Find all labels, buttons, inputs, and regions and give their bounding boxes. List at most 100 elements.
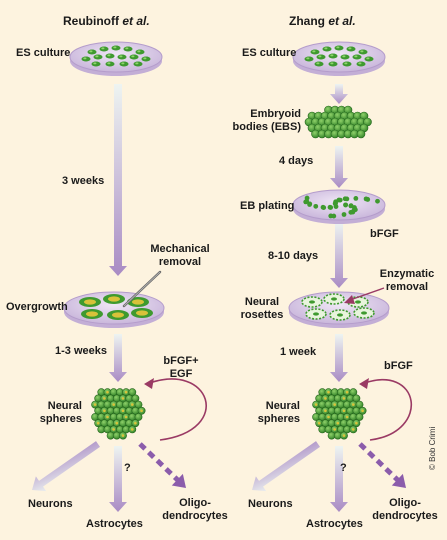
right-arrow-to-astrocytes: [330, 446, 348, 512]
rosette-center: [361, 311, 367, 315]
left-es-colony: [135, 49, 145, 55]
neural-rosettes-line1: Neural: [244, 296, 280, 308]
right-oligo-line2: dendrocytes: [372, 510, 438, 522]
eb-plating-dish-top: [292, 189, 386, 221]
rosette-center: [331, 297, 337, 301]
right-duration-1-week: 1 week: [280, 346, 317, 358]
enzymatic-removal-label: Enzymatic removal: [372, 268, 442, 294]
eb-plated-body: [313, 203, 319, 209]
enzymatic-line2: removal: [385, 281, 429, 293]
eb-plated-body: [307, 202, 312, 207]
right-neural-sphere-cell-core: [333, 403, 337, 406]
left-neural-sphere-cell: [131, 394, 140, 403]
right-es-colony-shine: [342, 55, 346, 58]
right-loop-arrow-icon: [361, 378, 412, 441]
left-dashed-arrow-to-oligo-dash: [138, 442, 181, 483]
right-oligo-line1: Oligo-: [389, 497, 421, 509]
left-es-colony-shine: [125, 47, 129, 50]
right-es-colony-shine: [336, 46, 340, 49]
mechanical-tool-highlight: [123, 271, 161, 307]
left-neural-sphere-cell-core: [121, 409, 125, 413]
embryoid-body-cluster: [304, 105, 372, 139]
left-es-colony: [141, 56, 151, 62]
right-question-mark: ?: [340, 462, 347, 474]
eb-plated-body: [342, 196, 348, 202]
left-es-colony-shine: [113, 46, 117, 49]
right-neural-sphere-cell-core: [345, 415, 349, 419]
left-neural-sphere-cell-core: [124, 390, 128, 394]
overgrowth-colony-center: [132, 299, 144, 305]
right-es-colony-shine: [358, 62, 362, 65]
right-neural-sphere: [312, 388, 367, 440]
right-es-colony: [358, 49, 368, 55]
petri-dishes: [63, 41, 390, 328]
eb-plated-body: [348, 203, 354, 209]
right-arrow-rosettes-to-spheres: [330, 334, 348, 382]
right-es-colony-shine: [348, 47, 352, 50]
right-loop-arrowhead-icon: [359, 378, 369, 389]
left-es-colony: [87, 49, 97, 55]
left-neural-sphere-cell-core: [131, 403, 134, 406]
right-es-colony: [316, 54, 326, 60]
left-es-colony-shine: [137, 50, 141, 53]
left-neural-spheres-label: Neural spheres: [22, 400, 82, 426]
right-es-dish: [292, 41, 386, 76]
cell-clusters: [91, 105, 372, 440]
right-title-suffix: et al.: [328, 14, 356, 28]
right-arrow-to-neurons: [252, 441, 321, 492]
eb-plated-body: [350, 209, 356, 215]
eb-plated-body: [343, 202, 348, 208]
left-arrow-to-neurons: [32, 441, 101, 492]
left-es-colony-shine: [143, 57, 147, 60]
left-neural-sphere-cell-core: [134, 421, 137, 425]
right-es-colony-shine: [324, 47, 328, 50]
right-dashed-arrow-to-oligo-head: [391, 473, 407, 489]
left-dashed-arrow-to-oligo-head: [171, 473, 187, 489]
right-duration-8-10-days: 8-10 days: [268, 250, 319, 262]
right-neural-sphere-cell-core: [317, 421, 321, 425]
left-neural-sphere-cell-core: [103, 409, 106, 413]
right-es-colony: [314, 61, 324, 67]
left-arrow-overgrowth-to-spheres: [109, 334, 127, 382]
right-neural-sphere-cell-core: [314, 403, 318, 406]
left-duration-3-weeks: 3 weeks: [62, 175, 105, 187]
left-es-colony: [105, 53, 115, 59]
left-es-colony-shine: [101, 47, 105, 50]
embryoid-line1: Embryoid: [250, 108, 301, 120]
left-es-colony: [117, 54, 127, 60]
right-neural-sphere-cell-core: [352, 428, 355, 431]
right-title: Zhang et al.: [289, 15, 356, 28]
left-es-colony-shine: [119, 55, 123, 58]
left-neural-sphere-cell: [128, 388, 137, 397]
eb-plated-body: [331, 213, 337, 219]
right-neural-sphere-cell-core: [342, 397, 346, 400]
right-es-colony: [364, 56, 374, 62]
right-es-colony-shine: [366, 57, 370, 60]
right-dashed-arrow-to-oligo-dash: [358, 442, 401, 483]
eb-plated-body: [321, 205, 327, 210]
left-dashed-arrow-to-oligo: [138, 442, 187, 489]
left-oligo-label: Oligo- dendrocytes: [160, 497, 230, 523]
left-es-colony-shine: [107, 62, 111, 65]
right-neural-sphere-cell-core: [352, 403, 355, 406]
overgrowth-dish: [63, 291, 165, 328]
left-neural-sphere-cell-core: [96, 421, 100, 425]
left-es-colony-shine: [83, 57, 87, 60]
left-es-colony: [133, 61, 143, 67]
mechanical-removal-line1: Mechanical: [150, 243, 210, 255]
eb-plated-body: [341, 212, 347, 217]
right-es-culture-label: ES culture: [242, 47, 297, 59]
left-es-culture-label: ES culture: [16, 47, 71, 59]
overgrowth-colony-center: [108, 296, 120, 302]
left-es-colony: [105, 61, 115, 67]
left-es-colony: [91, 61, 101, 67]
eb-plating-dish: [292, 189, 386, 224]
left-question-mark: ?: [124, 462, 131, 474]
right-es-colony: [328, 53, 338, 59]
eb-plating-label: EB plating: [240, 200, 295, 212]
left-duration-1-3-weeks: 1-3 weeks: [55, 345, 107, 357]
right-es-colony-shine: [354, 55, 358, 58]
left-loop-arrow-icon: [146, 378, 207, 441]
overgrowth-colony-center: [84, 299, 96, 305]
mechanical-removal-label: Mechanical removal: [140, 243, 220, 269]
